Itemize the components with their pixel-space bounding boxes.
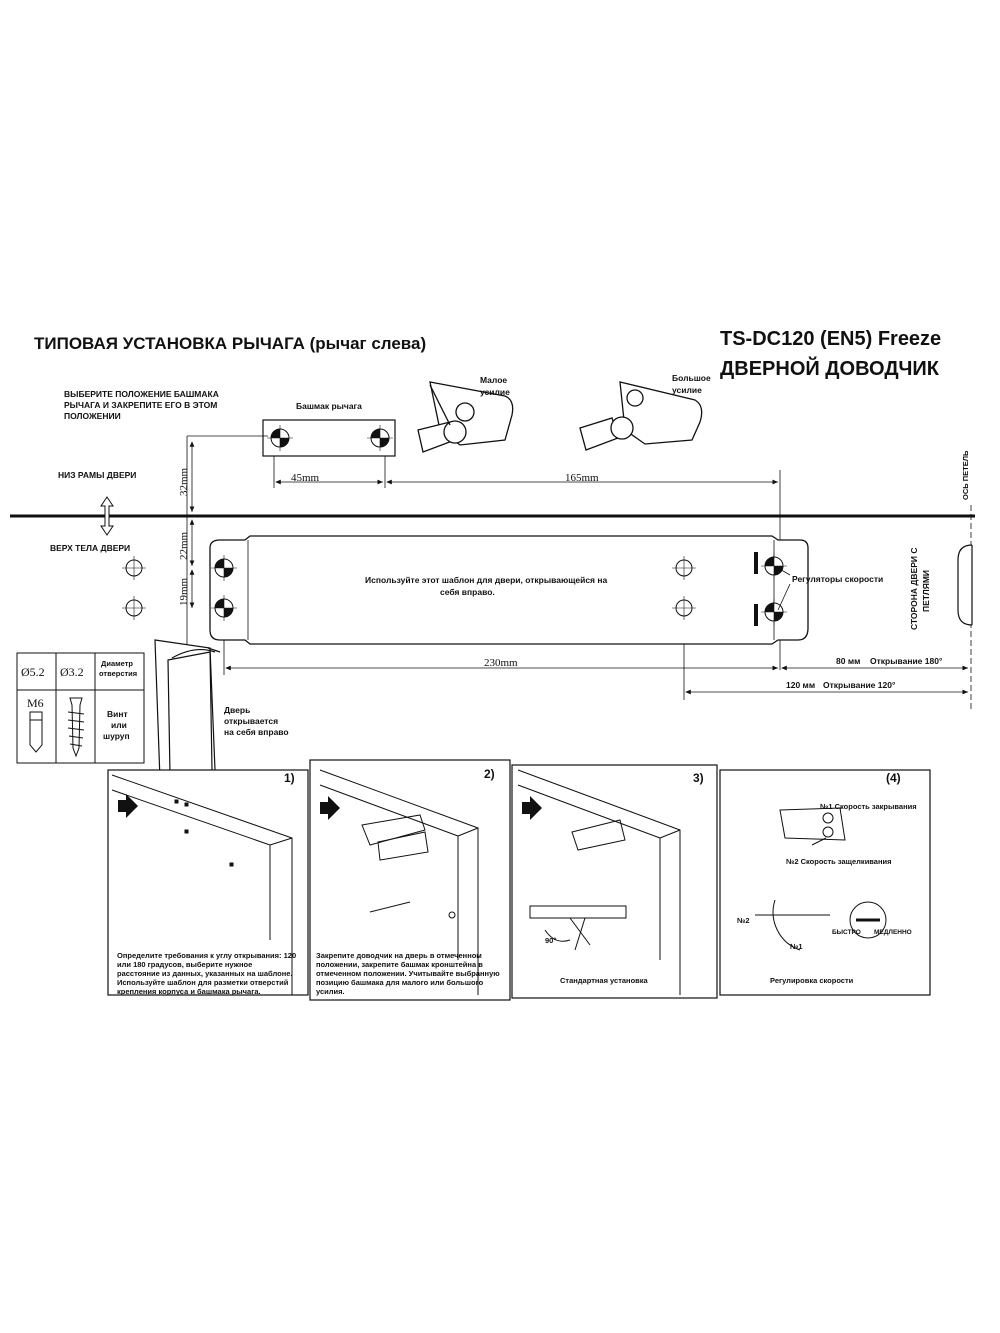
bolt-label: M6 [27, 696, 44, 710]
instruction-line-2: РЫЧАГА И ЗАКРЕПИТЕ ЕГО В ЭТОМ [64, 400, 218, 410]
low-force-label-2: усилие [480, 387, 510, 397]
hole-caption-1: Диаметр [101, 659, 133, 668]
step-2-text-3: отмеченном положении. Учитывайте выбранн… [316, 969, 500, 978]
screw-caption-2: или [111, 720, 127, 730]
dim-22: 22mm [178, 531, 190, 560]
body-text-2: себя вправо. [440, 587, 495, 597]
latch-speed-label: №2 Скорость защелкивания [786, 857, 892, 866]
step-4-number: (4) [886, 771, 901, 785]
step-1-text-4: Используйте шаблон для разметки отверсти… [117, 978, 289, 987]
step-3-angle: 90° [545, 936, 557, 945]
door-top-label: ВЕРХ ТЕЛА ДВЕРИ [50, 543, 131, 553]
hinge-side-label-1: СТОРОНА ДВЕРИ С [909, 547, 919, 630]
dim-19: 19mm [178, 577, 190, 606]
dim-80: 80 мм [836, 656, 861, 666]
body-text-1: Используйте этот шаблон для двери, откры… [365, 575, 608, 585]
door-drawing [154, 639, 221, 781]
shoe-bracket [262, 419, 396, 457]
screw-caption-3: шуруп [103, 731, 130, 741]
dim-32: 32mm [178, 467, 190, 496]
dim-45: 45mm [291, 472, 320, 484]
step-3-caption: Стандартная установка [560, 976, 648, 985]
hole-diameter-1: Ø5.2 [21, 665, 45, 679]
frame-bottom-label: НИЗ РАМЫ ДВЕРИ [58, 470, 137, 480]
step-2-text-5: усилия. [316, 987, 345, 996]
step-4-caption: Регулировка скорости [770, 976, 854, 985]
step-1-text-5: крепления корпуса и башмака рычага. [117, 987, 261, 996]
step1-panel [107, 769, 309, 996]
step-2-text-4: позицию башмака для малого или большого [316, 978, 484, 987]
slow-label: МЕДЛЕННО [874, 929, 912, 936]
step-1-number: 1) [284, 771, 295, 785]
product-title: ДВЕРНОЙ ДОВОДЧИК [720, 358, 939, 380]
speed-regulators-label: Регуляторы скорости [792, 574, 884, 584]
high-force-label-2: усилие [672, 385, 702, 395]
low-force-label-1: Малое [480, 375, 508, 385]
high-force-label-1: Большое [672, 373, 711, 383]
screw-caption-1: Винт [107, 709, 128, 719]
regulator-n1: №1 [790, 942, 803, 951]
regulator-n2: №2 [737, 916, 750, 925]
model-title: TS-DC120 (EN5) Freeze [720, 328, 942, 350]
step4-panel [719, 769, 931, 996]
instruction-line-1: ВЫБЕРИТЕ ПОЛОЖЕНИЕ БАШМАКА [64, 389, 219, 399]
legend-table [16, 652, 145, 764]
dim-120: 120 мм [786, 680, 816, 690]
dim-165: 165mm [565, 472, 599, 484]
open-180: Открывание 180° [870, 656, 943, 666]
close-speed-label: №1 Скорость закрывания [820, 802, 917, 811]
step-2-text-2: положении, закрепите башмак кронштейна в [316, 960, 483, 969]
left-title: ТИПОВАЯ УСТАНОВКА РЫЧАГА (рычаг слева) [34, 334, 427, 353]
door-note-3: на себя вправо [224, 727, 289, 737]
screw-drawing [67, 697, 85, 758]
open-120: Открывание 120° [823, 680, 896, 690]
step-2-text-1: Закрепите доводчик на дверь в отмеченном [316, 951, 482, 960]
door-note-2: открывается [224, 716, 279, 726]
low-force-arm-drawing [417, 381, 514, 453]
dim-230: 230mm [484, 657, 518, 669]
step-1-text-1: Определите требования к углу открывания:… [117, 951, 297, 960]
step-3-number: 3) [693, 771, 704, 785]
door-note-1: Дверь [224, 705, 251, 715]
hinge-side-label-2: ПЕТЛЯМИ [921, 569, 931, 612]
closer-body-template [209, 535, 809, 645]
shoe-label: Башмак рычага [296, 401, 362, 411]
hole-diameter-2: Ø3.2 [60, 665, 84, 679]
hole-caption-2: отверстия [99, 669, 138, 678]
step2-panel [309, 759, 511, 1001]
fast-label: БЫСТРО [832, 929, 861, 936]
hinge-axis-label: ОСЬ ПЕТЕЛЬ [961, 450, 970, 500]
step-1-text-3: расстояние из данных, указанных на шабло… [117, 969, 293, 978]
bolt-drawing [29, 711, 43, 753]
step3-panel [511, 764, 718, 999]
step-1-text-2: или 180 градусов, выберите нужное [117, 960, 253, 969]
step-2-number: 2) [484, 767, 495, 781]
high-force-arm-drawing [579, 381, 703, 451]
instruction-line-3: ПОЛОЖЕНИИ [64, 411, 121, 421]
hinge-drawing [957, 544, 973, 626]
